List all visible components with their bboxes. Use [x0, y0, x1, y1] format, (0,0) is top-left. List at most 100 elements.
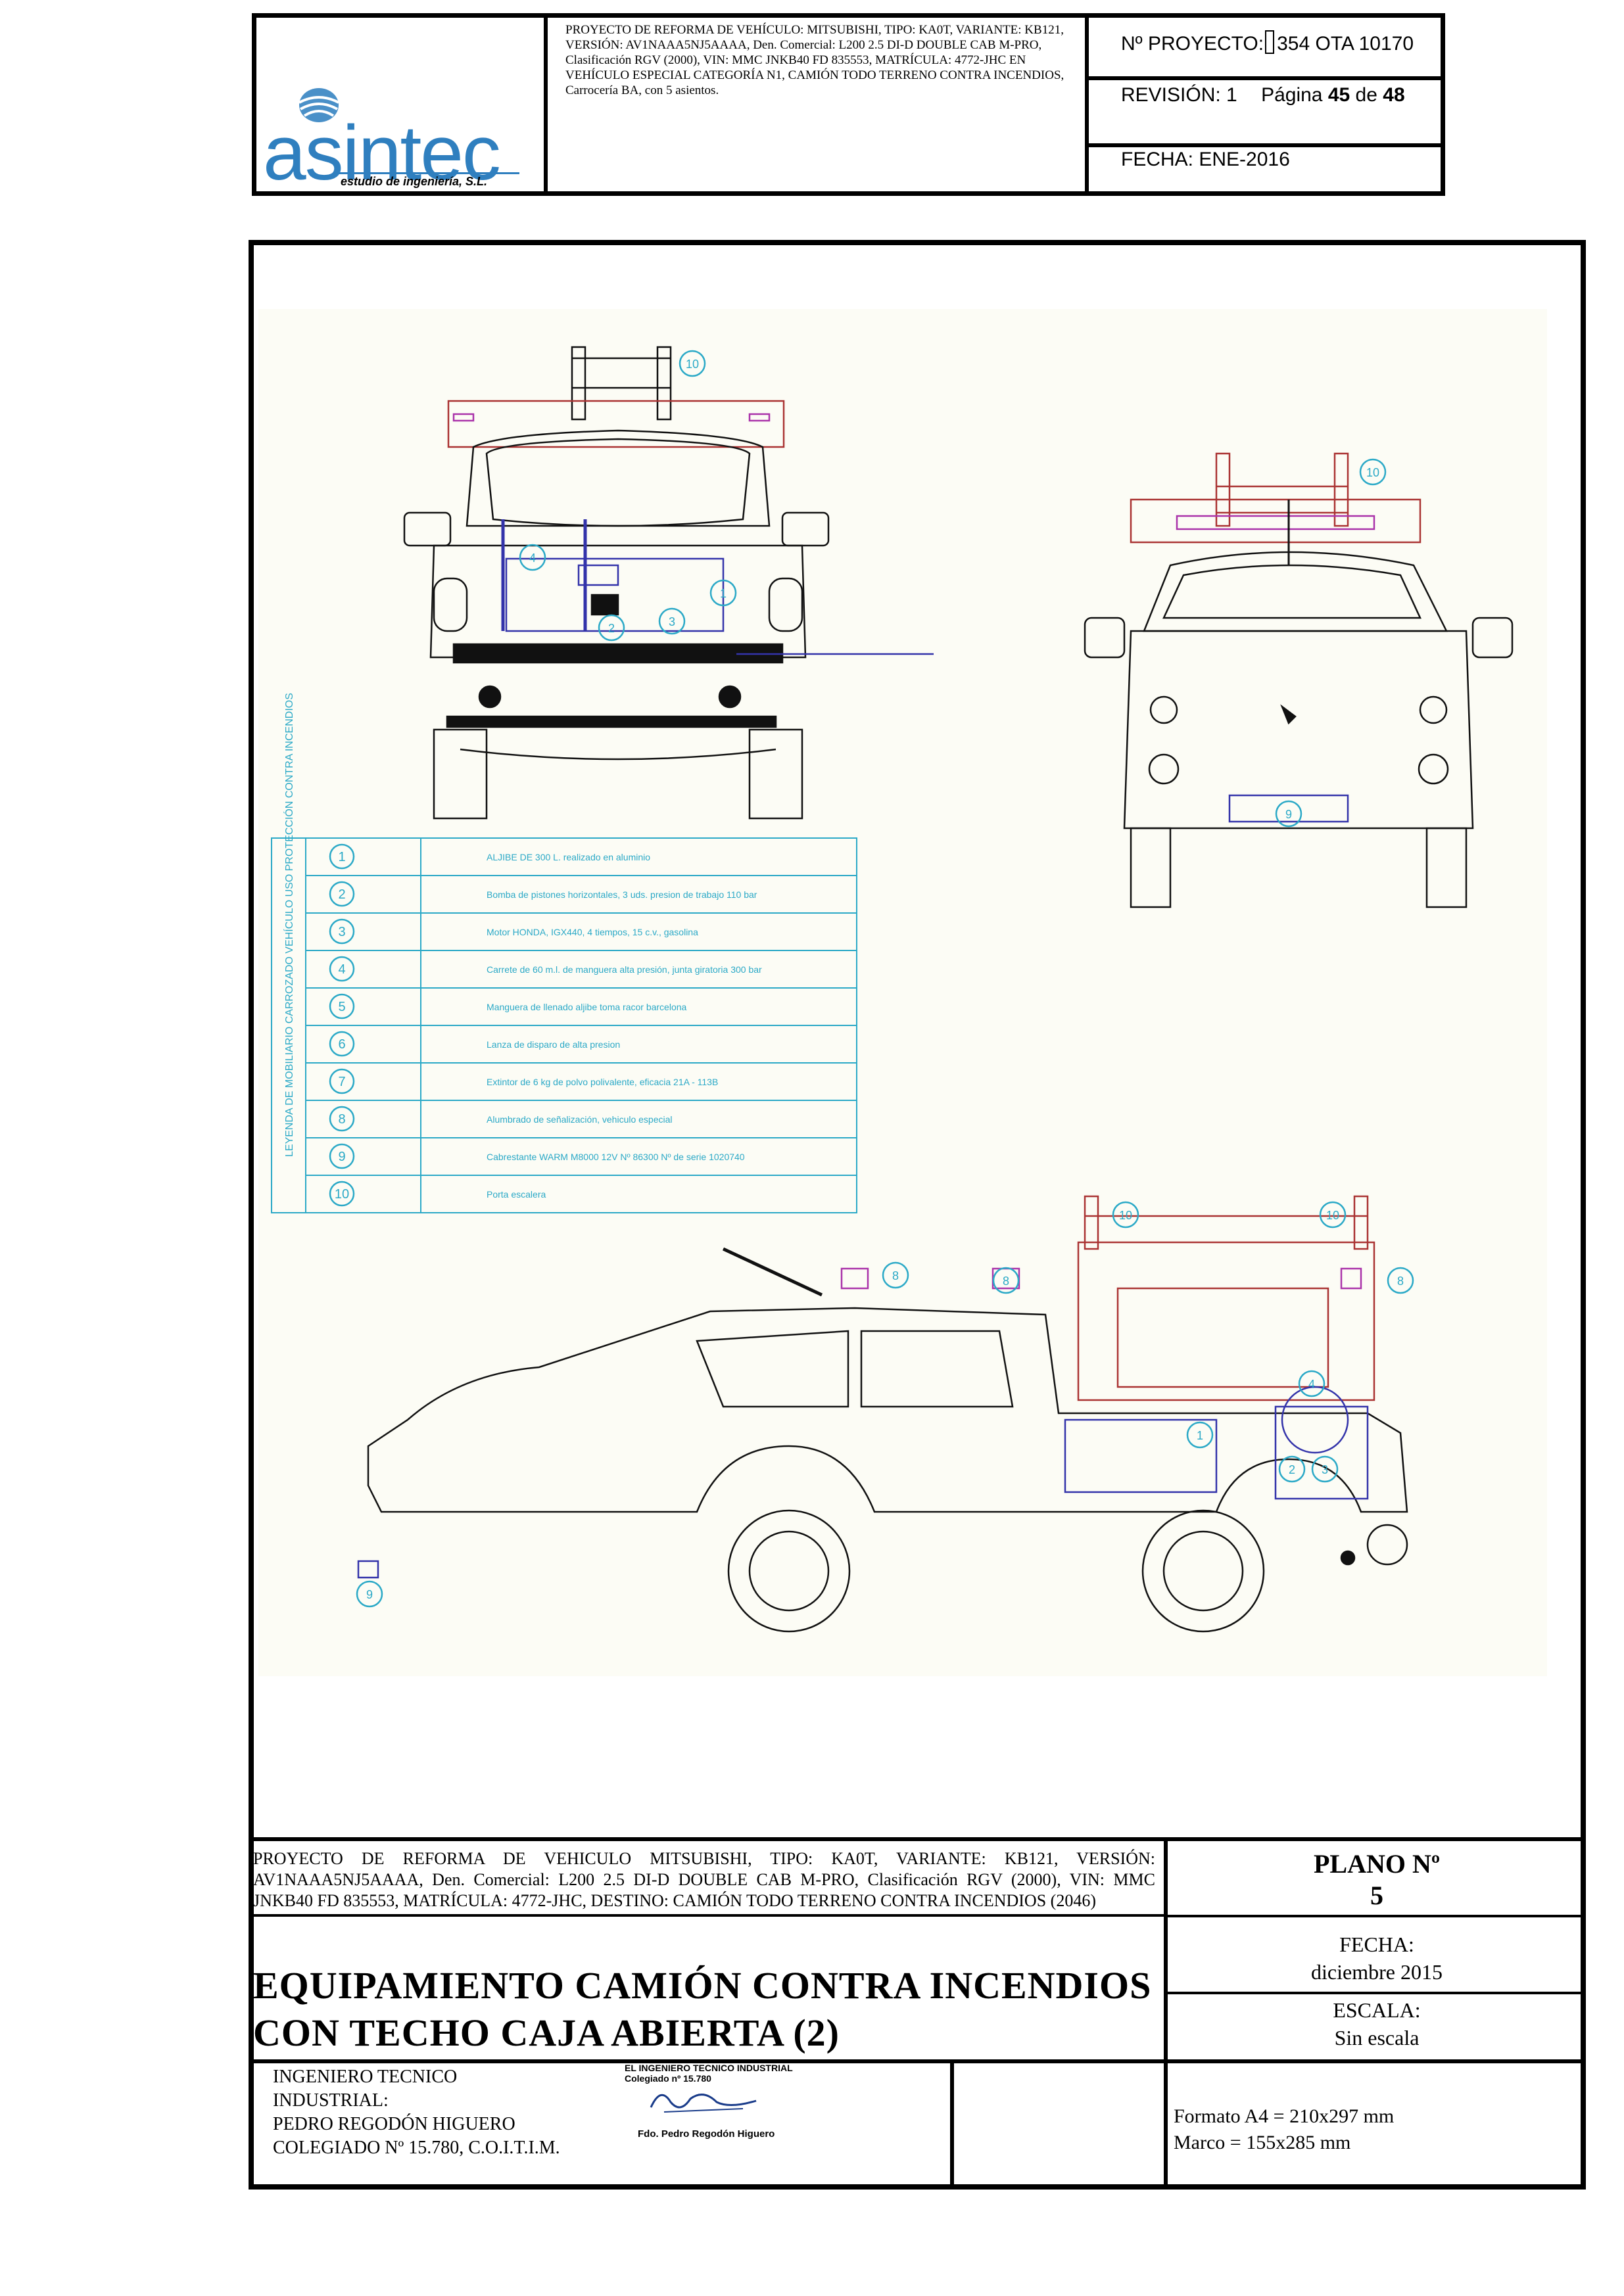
legend-number: 3	[338, 925, 345, 939]
page-total: 48	[1383, 84, 1405, 106]
legend-number: 4	[338, 962, 345, 977]
callout-circle	[1387, 1267, 1414, 1294]
legend-number-circle	[329, 881, 355, 907]
escala-label: ESCALA:	[1333, 1998, 1421, 2022]
legend-item-text: Carrete de 60 m.l. de manguera alta pres…	[487, 964, 762, 975]
callout-label: 4	[529, 551, 536, 565]
header-divider	[1085, 13, 1089, 196]
project-value: 354 OTA 10170	[1277, 33, 1414, 55]
legend-number: 2	[338, 887, 345, 902]
format-line: Marco = 155x285 mm	[1174, 2132, 1351, 2153]
legend-item-text: ALJIBE DE 300 L. realizado en aluminio	[487, 852, 650, 862]
callout-label: 10	[686, 358, 699, 371]
legend-number: 1	[338, 850, 345, 864]
page-number: 45	[1327, 84, 1350, 106]
company-logo: asintec estudio de ingeniería, S.L.	[263, 72, 539, 197]
signature-icon	[650, 2094, 757, 2113]
callout-label: 8	[892, 1269, 899, 1282]
plano-label: PLANO Nº	[1313, 1849, 1441, 1879]
callout-circle	[992, 1267, 1020, 1294]
title-block-divider	[1164, 1837, 1168, 2061]
callout-label: 2	[1289, 1463, 1295, 1476]
callout-circle	[356, 1580, 383, 1608]
engineer-stamp: EL INGENIERO TECNICO INDUSTRIAL Colegiad…	[625, 2063, 881, 2145]
callout-label: 9	[366, 1588, 373, 1601]
engineer-info: INGENIERO TECNICO INDUSTRIAL: PEDRO REGO…	[273, 2065, 560, 2160]
format-line: Formato A4 = 210x297 mm	[1174, 2105, 1395, 2127]
stamp-colegiado: Colegiado nº 15.780	[625, 2073, 711, 2084]
drawing-frame	[249, 240, 1586, 2190]
callout-circle	[1319, 1201, 1347, 1229]
callout-label: 8	[1397, 1275, 1404, 1288]
rear-view	[403, 346, 934, 820]
project-label: Nº PROYECTO:	[1121, 33, 1264, 55]
front-view	[1084, 452, 1514, 908]
title-block-divider	[1164, 1915, 1586, 1917]
legend-number: 8	[338, 1112, 345, 1127]
header-divider	[544, 13, 548, 196]
format-info: Formato A4 = 210x297 mm Marco = 155x285 …	[1174, 2103, 1394, 2156]
legend-number-circle	[329, 918, 355, 945]
fecha-value: diciembre 2015	[1311, 1960, 1443, 1984]
legend-item-text: Extintor de 6 kg de polvo polivalente, e…	[487, 1077, 718, 1087]
callout-label: 3	[669, 615, 675, 628]
engineer-line: INGENIERO TECNICO	[273, 2067, 458, 2087]
callout-label: 4	[1308, 1378, 1315, 1391]
legend-number: 10	[335, 1187, 349, 1202]
legend-number: 6	[338, 1037, 345, 1052]
callout-label: 2	[608, 622, 615, 635]
legend-number-circle	[329, 1068, 355, 1094]
globe-icon	[299, 88, 339, 122]
escala-value: Sin escala	[1334, 2026, 1420, 2050]
callout-label: 1	[1197, 1429, 1203, 1442]
title-block-divider	[950, 2059, 954, 2190]
header-frame	[252, 13, 1445, 196]
engineer-line: PEDRO REGODÓN HIGUERO	[273, 2114, 515, 2134]
callout-circle	[679, 350, 706, 377]
legend-number-circle	[329, 993, 355, 1019]
logo-underline	[335, 172, 519, 174]
legend-number-circles	[329, 843, 355, 1207]
project-number: Nº PROYECTO: 354 OTA 10170	[1121, 30, 1414, 55]
title-block-project-text: PROYECTO DE REFORMA DE VEHICULO MITSUBIS…	[253, 1849, 1155, 1910]
callout-label: 1	[720, 587, 727, 600]
logo-wordmark: asintec	[263, 110, 501, 197]
legend-item-text: Motor HONDA, IGX440, 4 tiempos, 15 c.v.,…	[487, 927, 698, 937]
header-divider	[1085, 143, 1445, 147]
drawing-title-line1: EQUIPAMIENTO CAMIÓN CONTRA INCENDIOS	[253, 1964, 1152, 2007]
header-date: FECHA: ENE-2016	[1121, 149, 1290, 170]
legend-number-circle	[329, 1031, 355, 1057]
callout-circle	[598, 614, 625, 642]
page-of: de	[1355, 84, 1377, 106]
title-block-divider	[249, 1914, 1168, 1917]
legend-item-text: Alumbrado de señalización, vehiculo espe…	[487, 1114, 673, 1125]
legend-item-text: Lanza de disparo de alta presion	[487, 1039, 620, 1050]
revision-page: REVISIÓN: 1 Página 45 de 48	[1121, 84, 1405, 106]
title-block-divider	[1164, 1992, 1586, 1994]
callout-label: 10	[1119, 1209, 1132, 1222]
legend-item-text: Porta escalera	[487, 1189, 546, 1200]
callout-circle	[709, 579, 737, 607]
header-divider	[1085, 76, 1445, 80]
callout-label: 8	[1003, 1275, 1009, 1288]
legend-number-circle	[329, 1106, 355, 1132]
cursor-mark	[1265, 30, 1275, 54]
callout-circle	[1112, 1201, 1139, 1229]
engineer-line: COLEGIADO Nº 15.780, C.O.I.T.I.M.	[273, 2138, 560, 2158]
legend-number-circle	[329, 843, 355, 870]
fecha-label: FECHA:	[1339, 1933, 1414, 1956]
stamp-signed: Fdo. Pedro Regodón Higuero	[638, 2128, 775, 2140]
title-block-divider	[1164, 2059, 1168, 2190]
callout-circle	[1275, 800, 1302, 828]
legend-number: 7	[338, 1075, 345, 1089]
stamp-title: EL INGENIERO TECNICO INDUSTRIAL	[625, 2063, 793, 2073]
legend-number: 5	[338, 1000, 345, 1014]
legend-table	[271, 837, 857, 1213]
callout-circle	[1186, 1421, 1214, 1449]
revision-label: REVISIÓN: 1	[1121, 84, 1237, 106]
drawing-title-line2: CON TECHO CAJA ABIERTA (2)	[253, 2011, 840, 2054]
title-block-divider	[249, 2059, 1586, 2063]
title-block-top-line	[249, 1837, 1586, 1841]
